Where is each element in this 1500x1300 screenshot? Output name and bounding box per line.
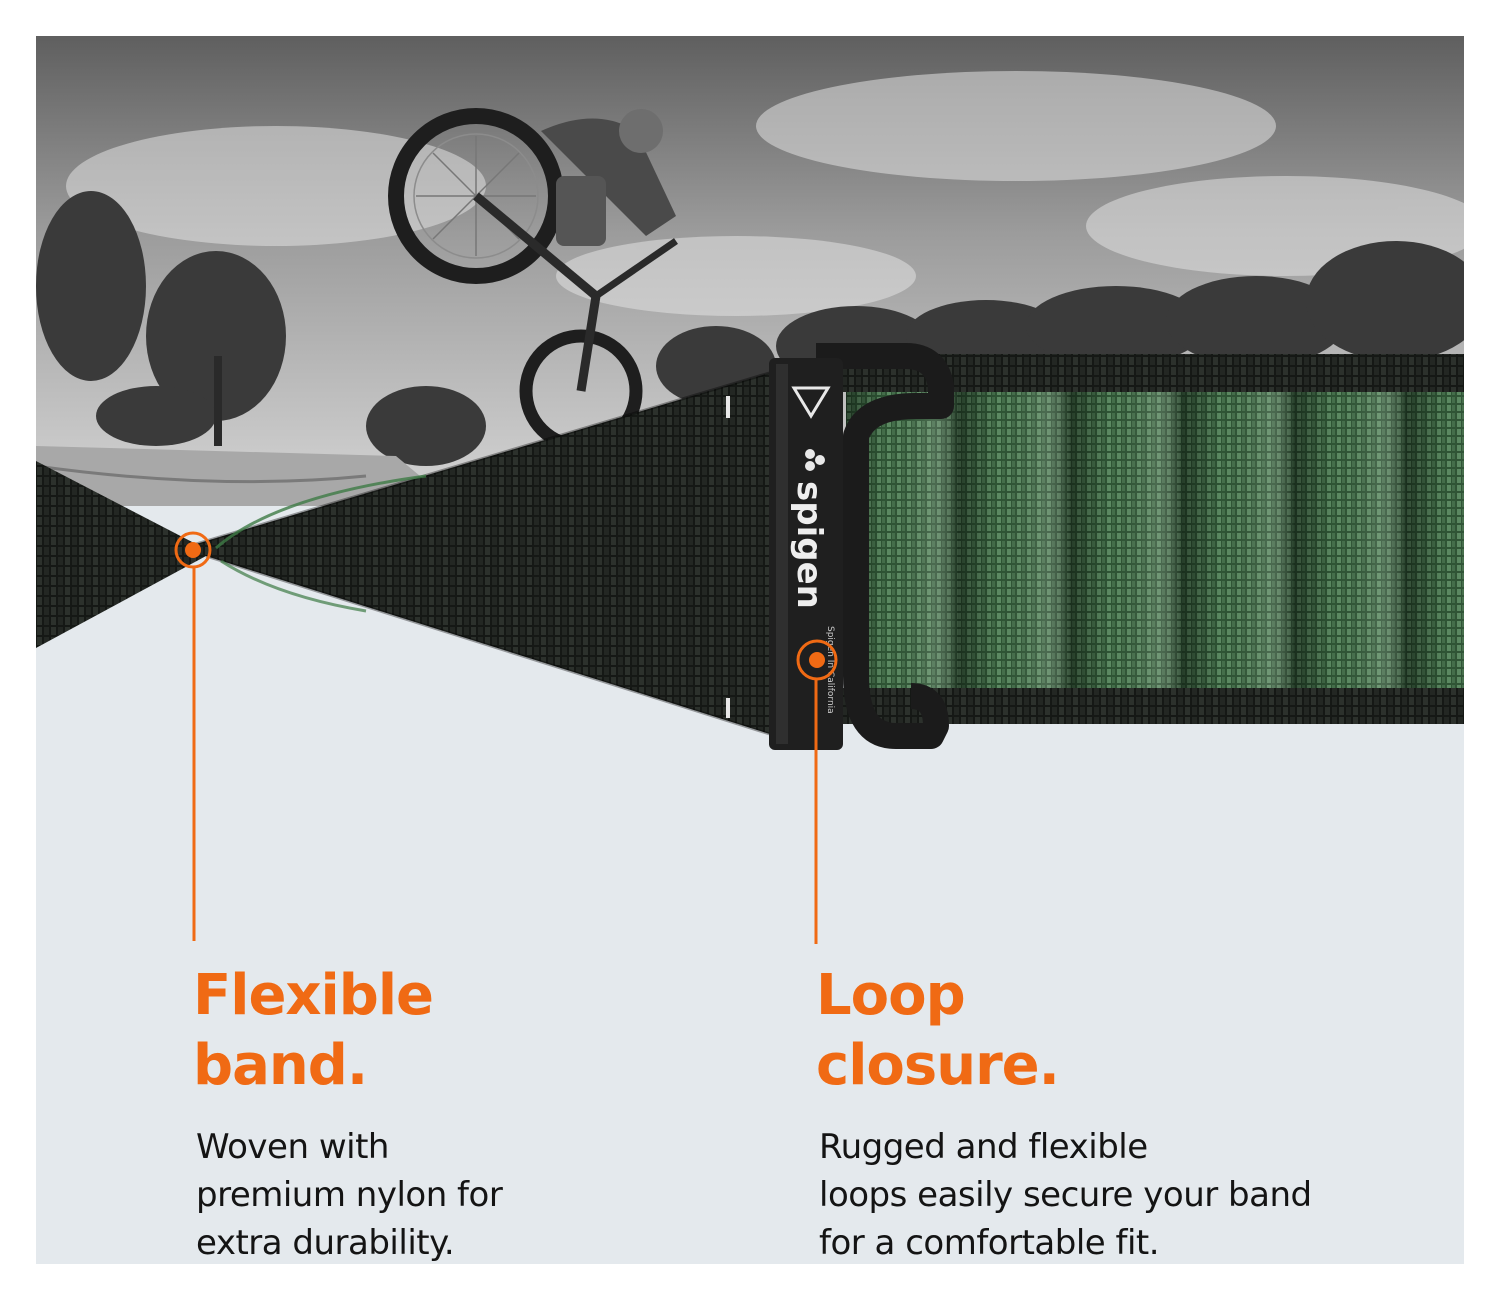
- skate-ramp: [36, 446, 456, 506]
- buckle-tagline: Spigen In California: [825, 626, 835, 714]
- tree-line: [36, 191, 1464, 466]
- feature-title-loop-closure: Loop closure.: [816, 963, 1060, 1098]
- clouds: [66, 71, 1464, 316]
- product-banner: spigen Spigen In California Flexible ban…: [36, 36, 1464, 1264]
- target-dot-icon: [796, 639, 838, 681]
- woven-band-dark: [36, 371, 776, 736]
- callout-loop-closure: [796, 639, 838, 944]
- target-dot-icon: [174, 531, 212, 569]
- feature-desc-loop-closure: Rugged and flexible loops easily secure …: [819, 1127, 1312, 1263]
- bmx-rider: [388, 108, 678, 453]
- triangle-icon: [791, 386, 831, 419]
- feature-desc-flexible-band: Woven with premium nylon for extra durab…: [196, 1127, 503, 1263]
- product-scene: spigen Spigen In California: [36, 36, 1464, 944]
- buckle-logo-text: spigen: [789, 481, 829, 609]
- callout-flexible-band: [174, 531, 212, 941]
- spigen-logo-icon: [805, 449, 825, 471]
- loop-buckle: spigen Spigen In California: [769, 343, 954, 750]
- feature-title-flexible-band: Flexible band.: [193, 963, 434, 1098]
